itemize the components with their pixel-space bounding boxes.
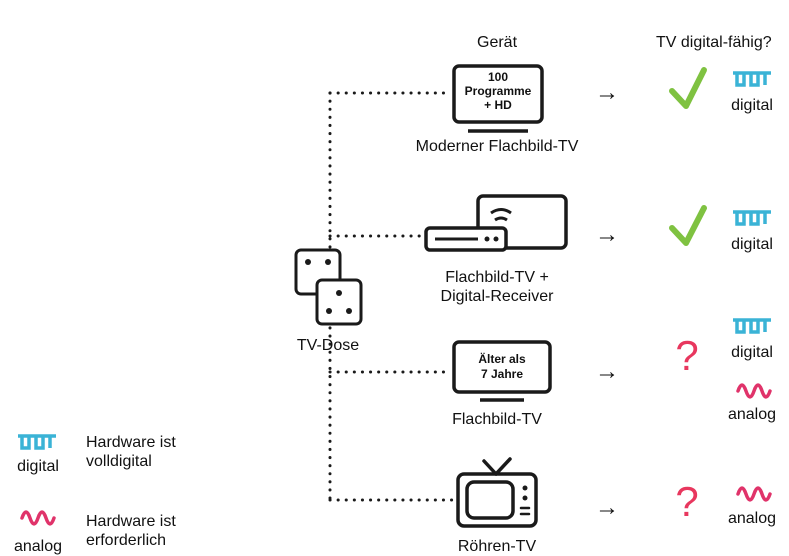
analog-label: analog <box>727 510 777 527</box>
analog-label: analog <box>727 406 777 423</box>
old-tv-screen-text: Älter als 7 Jahre <box>478 352 526 381</box>
tv-socket-label: TV-Dose <box>296 337 360 354</box>
legend-analog-icon <box>20 510 56 526</box>
tv-receiver-label: Flachbild-TV + Digital-Receiver <box>440 269 554 305</box>
legend-analog-description: Hardware ist erforderlich <box>86 513 176 549</box>
device-column-header: Gerät <box>476 34 518 51</box>
legend-digital-description: Hardware ist volldigital <box>86 434 176 470</box>
crt-tv-label: Röhren-TV <box>457 538 537 555</box>
arrow-right-icon: → <box>595 494 619 521</box>
digital-column-header: TV digital-fähig? <box>656 34 772 51</box>
digital-label: digital <box>731 97 773 114</box>
modern-tv-screen-text: 100 Programme + HD <box>464 70 532 112</box>
tv-receiver-icon <box>424 194 568 252</box>
tv-socket-icon <box>294 248 363 326</box>
legend-analog-label: analog <box>13 538 63 555</box>
digital-signal-icon <box>733 210 771 226</box>
modern-tv-label: Moderner Flachbild-TV <box>415 138 579 155</box>
arrow-right-icon: → <box>595 358 619 385</box>
old-flat-tv-icon <box>452 340 552 402</box>
legend-digital-icon <box>18 434 56 450</box>
digital-signal-icon <box>733 71 771 87</box>
digital-label: digital <box>731 344 773 361</box>
crt-tv-icon <box>456 457 538 528</box>
check-icon <box>669 205 707 246</box>
arrow-right-icon: → <box>595 79 619 106</box>
check-icon <box>669 67 707 109</box>
digital-label: digital <box>731 236 773 253</box>
analog-signal-icon <box>736 486 772 502</box>
question-mark-icon: ? <box>675 478 699 525</box>
arrow-right-icon: → <box>595 221 619 248</box>
old-flat-tv-label: Flachbild-TV <box>452 411 542 428</box>
analog-signal-icon <box>736 383 772 399</box>
modern-tv-icon <box>452 64 544 133</box>
legend-digital-label: digital <box>17 458 59 475</box>
digital-signal-icon <box>733 318 771 334</box>
question-mark-icon: ? <box>675 332 699 379</box>
